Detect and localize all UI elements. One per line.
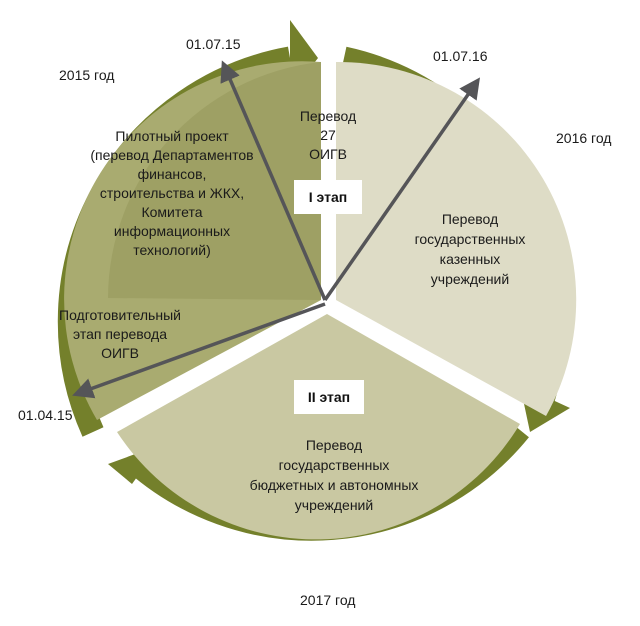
text-line: бюджетных и автономных: [250, 477, 419, 493]
stage1-label: I этап: [309, 189, 347, 205]
date-01-04-15-label: 01.04.15: [18, 407, 73, 423]
date-01-07-15-label: 01.07.15: [186, 36, 241, 52]
text-line: этап перевода: [73, 326, 167, 342]
text-line: (перевод Департаментов: [90, 147, 253, 163]
text-line: государственных: [279, 457, 390, 473]
sector-stage1-right: [336, 61, 577, 417]
text-line: 27: [320, 127, 336, 143]
arrow-to-01-07-16: [323, 77, 480, 301]
text-line: Подготовительный: [59, 307, 181, 323]
text-line: финансов,: [138, 166, 207, 182]
arrow-to-01-07-15: [220, 60, 327, 301]
stage1-box: [294, 180, 362, 214]
sector-stage2-bottom: [117, 314, 520, 540]
text-line: строительства и ЖКХ,: [100, 185, 244, 201]
timeline-arrows: [72, 60, 480, 399]
text-line: технологий): [133, 242, 210, 258]
text-line: Комитета: [141, 204, 202, 220]
year-2015-label: 2015 год: [59, 67, 114, 83]
year-2017-label: 2017 год: [300, 592, 355, 608]
text-line: ОИГВ: [309, 146, 347, 162]
sectors: [64, 61, 577, 540]
date-01-07-16-label: 01.07.16: [433, 48, 488, 64]
sector-text-pilot: Пилотный проект (перевод Департаментов фин…: [90, 128, 253, 258]
text-line: учреждений: [295, 497, 373, 513]
text-line: казенных: [440, 251, 501, 267]
arrow-to-01-04-15: [72, 302, 326, 399]
text-line: Перевод: [442, 211, 498, 227]
text-line: Перевод: [300, 108, 356, 124]
sector-text-state-institutions: Перевод государственных казенных учреждений: [415, 211, 526, 287]
text-line: государственных: [415, 231, 526, 247]
sector-pilot-darker: [108, 62, 321, 300]
text-line: информационных: [114, 223, 230, 239]
year-2016-label: 2016 год: [556, 130, 611, 146]
text-line: Перевод: [306, 437, 362, 453]
sector-text-budget-autonomous: Перевод государственных бюджетных и автоно…: [250, 437, 419, 513]
stage2-label: II этап: [308, 389, 350, 405]
stage2-box: [294, 380, 364, 414]
text-line: Пилотный проект: [115, 128, 229, 144]
text-line: учреждений: [431, 271, 509, 287]
text-line: ОИГВ: [101, 345, 139, 361]
